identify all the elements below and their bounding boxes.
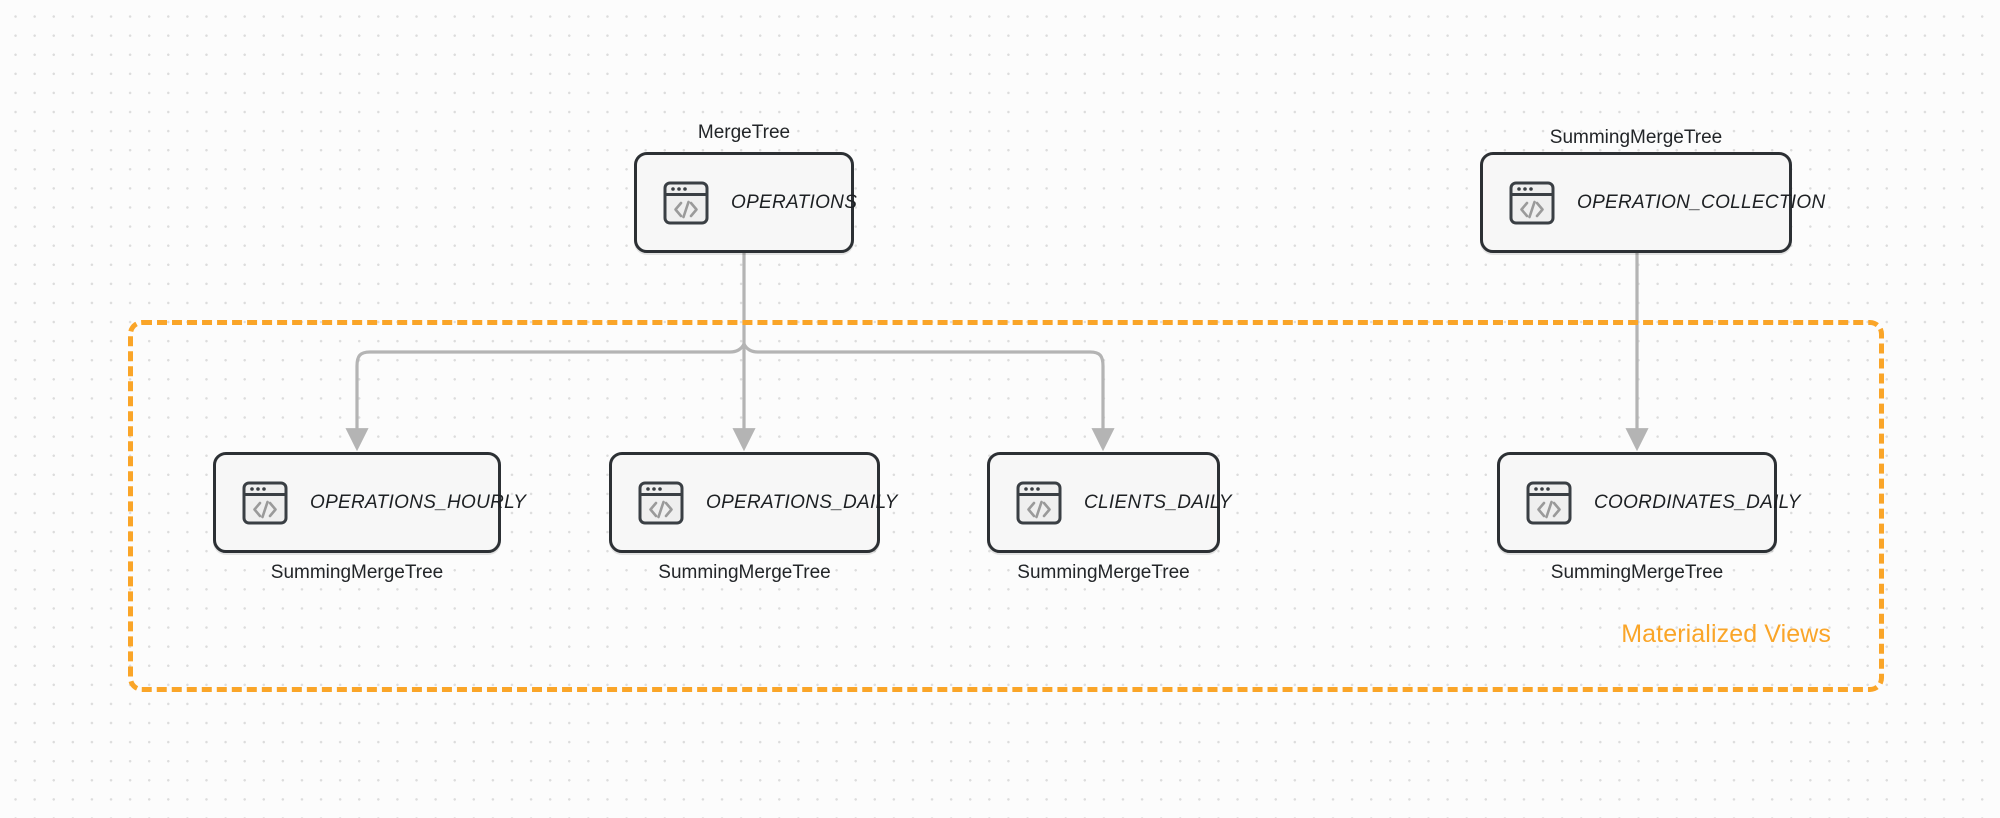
materialized-views-group: Materialized Views	[128, 320, 1884, 692]
node-label-operations: OPERATIONS	[731, 191, 858, 213]
engine-label-operation-collection: SummingMergeTree	[1549, 127, 1723, 148]
node-label-clients-daily: CLIENTS_DAILY	[1084, 491, 1232, 513]
code-window-icon	[1526, 481, 1572, 525]
engine-label-operations-hourly: SummingMergeTree	[270, 562, 444, 583]
node-label-operations-hourly: OPERATIONS_HOURLY	[310, 491, 527, 513]
code-window-icon	[663, 181, 709, 225]
engine-label-coordinates-daily: SummingMergeTree	[1550, 562, 1724, 583]
edge-operations-to-clients-daily	[742, 342, 1115, 452]
code-window-icon	[1509, 181, 1555, 225]
engine-label-clients-daily: SummingMergeTree	[1017, 562, 1190, 583]
engine-label-operations: MergeTree	[697, 122, 791, 143]
node-clients-daily[interactable]: CLIENTS_DAILY	[987, 452, 1232, 553]
node-coordinates-daily[interactable]: COORDINATES_DAILY	[1497, 452, 1800, 553]
node-label-operations-daily: OPERATIONS_DAILY	[706, 491, 898, 513]
code-window-icon	[638, 481, 684, 525]
engine-label-operations-daily: SummingMergeTree	[658, 562, 831, 583]
node-operations-hourly[interactable]: OPERATIONS_HOURLY	[213, 452, 526, 553]
materialized-views-label: Materialized Views	[1621, 620, 1831, 648]
node-operations[interactable]: OPERATIONS	[634, 152, 858, 253]
node-label-coordinates-daily: COORDINATES_DAILY	[1594, 491, 1801, 513]
edge-operations-to-operations-hourly	[345, 342, 746, 452]
code-window-icon	[1016, 481, 1062, 525]
node-label-operation-collection: OPERATION_COLLECTION	[1577, 191, 1826, 213]
node-operation-collection[interactable]: OPERATION_COLLECTION	[1480, 152, 1825, 253]
node-operations-daily[interactable]: OPERATIONS_DAILY	[609, 452, 897, 553]
code-window-icon	[242, 481, 288, 525]
